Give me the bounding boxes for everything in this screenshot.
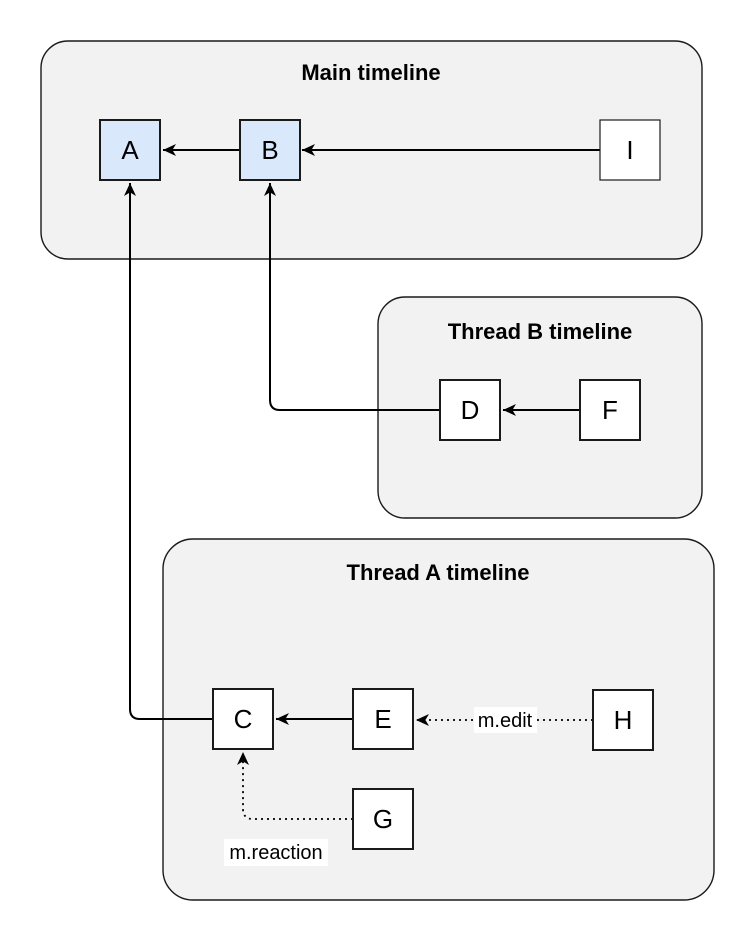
- edge-g-to-c: [237, 752, 353, 820]
- node-g-box: [352, 788, 414, 850]
- edge-d-to-b: [264, 183, 440, 411]
- panel-main-timeline-title: Main timeline: [301, 60, 440, 85]
- node-d-label: D: [461, 395, 480, 425]
- edge-label-m-edit-text: m.edit: [478, 710, 533, 732]
- panel-thread-b-timeline-title: Thread B timeline: [448, 319, 633, 344]
- node-i: I: [599, 119, 661, 181]
- node-e: E: [352, 688, 414, 750]
- panel-thread-b-timeline: Thread B timeline: [377, 296, 703, 519]
- node-a-label: A: [121, 135, 139, 165]
- node-h-label: H: [614, 705, 633, 735]
- edge-label-m-reaction: m.reaction: [224, 839, 328, 866]
- node-c-box: [212, 688, 274, 750]
- node-f-box: [579, 379, 641, 441]
- node-e-label: E: [374, 704, 391, 734]
- edge-label-m-edit-bg: [474, 707, 537, 733]
- node-c-label: C: [234, 704, 253, 734]
- node-h: H: [592, 689, 654, 751]
- node-b-label: B: [261, 135, 278, 165]
- node-d: D: [439, 379, 501, 441]
- node-c: C: [212, 688, 274, 750]
- node-f-label: F: [602, 395, 618, 425]
- node-i-box: [599, 119, 661, 181]
- node-f: F: [579, 379, 641, 441]
- node-a: A: [99, 119, 161, 181]
- node-a-box: [99, 119, 161, 181]
- edge-c-to-a: [124, 183, 213, 720]
- node-i-label: I: [626, 135, 633, 165]
- edge-label-m-reaction-bg: [224, 839, 328, 866]
- edge-label-m-edit: m.edit: [474, 707, 537, 733]
- node-g: G: [352, 788, 414, 850]
- panel-thread-a-timeline: Thread A timeline: [162, 538, 715, 901]
- panel-thread-b-timeline-frame: [377, 296, 703, 519]
- node-b-box: [239, 119, 301, 181]
- node-h-box: [592, 689, 654, 751]
- node-e-box: [352, 688, 414, 750]
- node-b: B: [239, 119, 301, 181]
- node-g-label: G: [373, 804, 393, 834]
- edge-label-m-reaction-text: m.reaction: [229, 842, 322, 864]
- node-d-box: [439, 379, 501, 441]
- panel-thread-a-timeline-title: Thread A timeline: [347, 560, 530, 585]
